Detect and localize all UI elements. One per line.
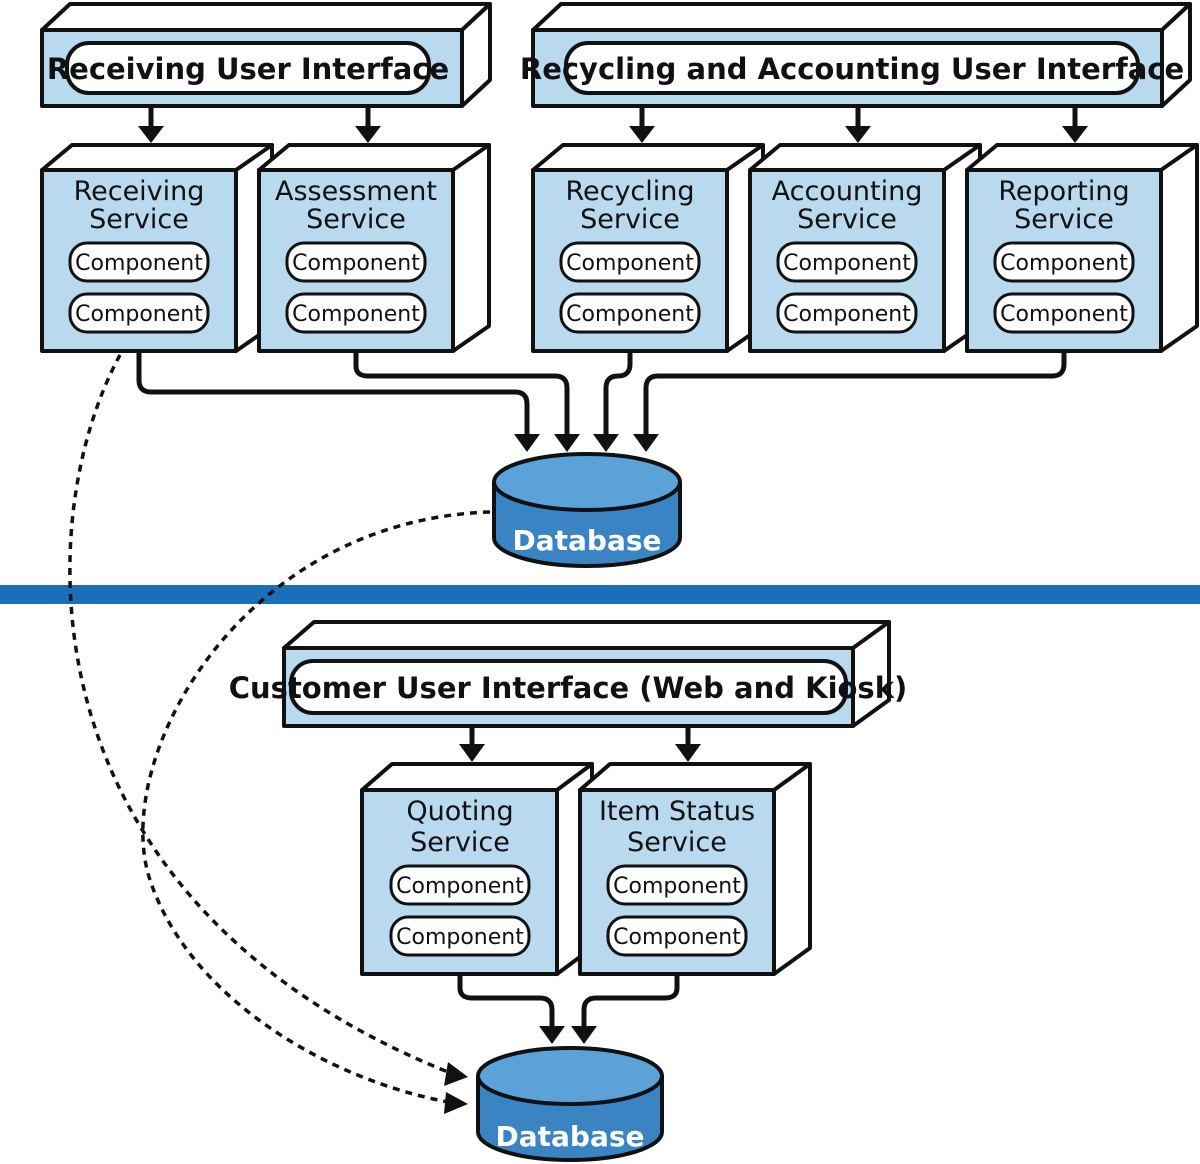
- recycling-accounting-ui-box: Recycling and Accounting User Interface: [520, 2, 1192, 108]
- quoting-service-subtitle: Service: [410, 827, 510, 858]
- receiving-service-box: Receiving Service Component Component: [40, 143, 274, 353]
- component-label: Component: [1000, 251, 1128, 276]
- component-label: Component: [396, 874, 524, 899]
- item-status-service-box: Item Status Service Component Component: [578, 762, 812, 976]
- bottom-database-cylinder: Database: [476, 1046, 664, 1162]
- assessment-service-subtitle: Service: [306, 204, 406, 235]
- reporting-service-title: Reporting: [998, 176, 1129, 207]
- ui-to-service-arrows-bottom: [459, 726, 701, 762]
- top-database-label: Database: [512, 524, 661, 557]
- component-label: Component: [292, 251, 420, 276]
- component-label: Component: [783, 251, 911, 276]
- component-label: Component: [75, 302, 203, 327]
- reporting-service-subtitle: Service: [1014, 204, 1114, 235]
- receiving-ui-box: Receiving User Interface: [40, 2, 492, 108]
- recycling-service-subtitle: Service: [580, 204, 680, 235]
- component-label: Component: [1000, 302, 1128, 327]
- component-label: Component: [613, 874, 741, 899]
- top-database-cylinder: Database: [492, 452, 682, 568]
- quoting-service-box: Quoting Service Component Component: [360, 762, 594, 976]
- service-to-database-connectors-bottom: [457, 974, 680, 1044]
- component-label: Component: [75, 251, 203, 276]
- item-status-service-title: Item Status: [599, 796, 755, 827]
- recycling-accounting-ui-label: Recycling and Accounting User Interface: [520, 52, 1184, 86]
- component-label: Component: [566, 251, 694, 276]
- component-label: Component: [783, 302, 911, 327]
- ui-to-service-arrows-top: [138, 106, 1088, 143]
- component-label: Component: [613, 925, 741, 950]
- component-label: Component: [566, 302, 694, 327]
- replication-dashed-arrows: [68, 354, 491, 1114]
- quoting-service-title: Quoting: [406, 796, 513, 827]
- reporting-service-box: Reporting Service Component Component: [965, 143, 1199, 353]
- assessment-service-title: Assessment: [275, 176, 437, 207]
- assessment-service-box: Assessment Service Component Component: [257, 143, 491, 353]
- recycling-service-title: Recycling: [565, 176, 694, 207]
- component-label: Component: [396, 925, 524, 950]
- accounting-service-title: Accounting: [772, 176, 923, 207]
- service-to-database-connectors-top: [136, 351, 1067, 452]
- receiving-service-title: Receiving: [74, 176, 205, 207]
- accounting-service-subtitle: Service: [797, 204, 897, 235]
- receiving-ui-label: Receiving User Interface: [47, 52, 449, 86]
- bottom-database-label: Database: [495, 1120, 644, 1153]
- component-label: Component: [292, 302, 420, 327]
- item-status-service-subtitle: Service: [627, 827, 727, 858]
- customer-ui-box: Customer User Interface (Web and Kiosk): [229, 620, 907, 728]
- customer-ui-label: Customer User Interface (Web and Kiosk): [229, 671, 907, 705]
- receiving-service-subtitle: Service: [89, 204, 189, 235]
- section-divider: [0, 585, 1200, 604]
- accounting-service-box: Accounting Service Component Component: [748, 143, 982, 353]
- recycling-service-box: Recycling Service Component Component: [531, 143, 765, 353]
